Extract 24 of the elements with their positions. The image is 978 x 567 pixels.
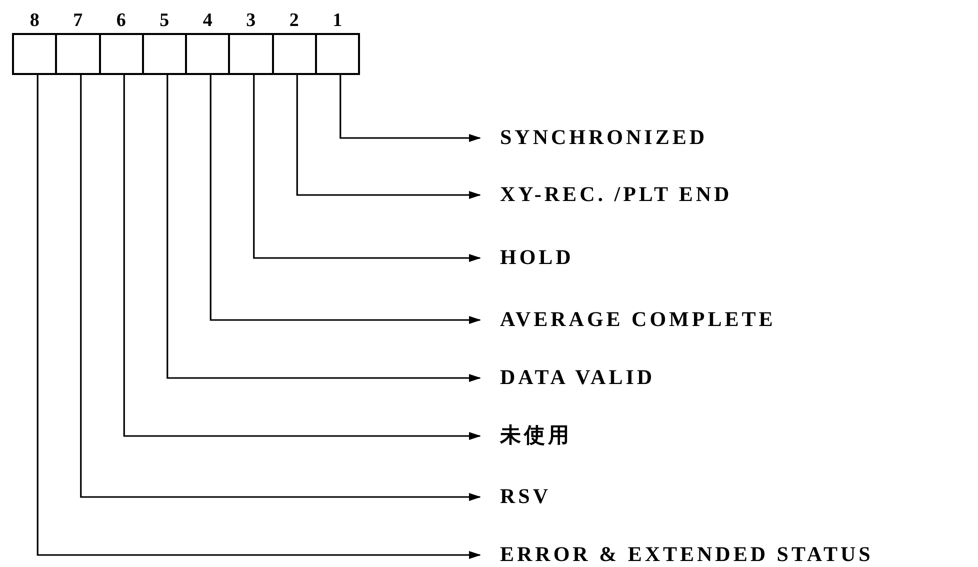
bit-number: 3 [245, 11, 257, 31]
arrow [340, 75, 481, 142]
status-label: XY-REC. /PLT END [500, 182, 732, 206]
arrow [253, 75, 481, 262]
status-label: DATA VALID [500, 365, 656, 389]
bit-number: 8 [28, 11, 40, 31]
bit-number: 1 [332, 11, 344, 31]
status-label: SYNCHRONIZED [500, 125, 708, 149]
status-label: HOLD [500, 245, 574, 269]
arrow [296, 75, 481, 199]
arrow [36, 75, 481, 559]
arrow [210, 75, 481, 324]
status-label: RSV [500, 484, 552, 508]
bit-number: 2 [288, 11, 300, 31]
bit-number: 7 [72, 11, 84, 31]
status-label: ERROR & EXTENDED STATUS [500, 542, 874, 566]
status-label: AVERAGE COMPLETE [500, 307, 776, 331]
status-label: 未使用 [500, 423, 572, 447]
bit-number: 4 [202, 11, 214, 31]
arrow [123, 75, 481, 440]
bit-number: 5 [158, 11, 170, 31]
arrow [166, 75, 481, 382]
bit-number: 6 [115, 11, 127, 31]
arrow [80, 75, 481, 501]
